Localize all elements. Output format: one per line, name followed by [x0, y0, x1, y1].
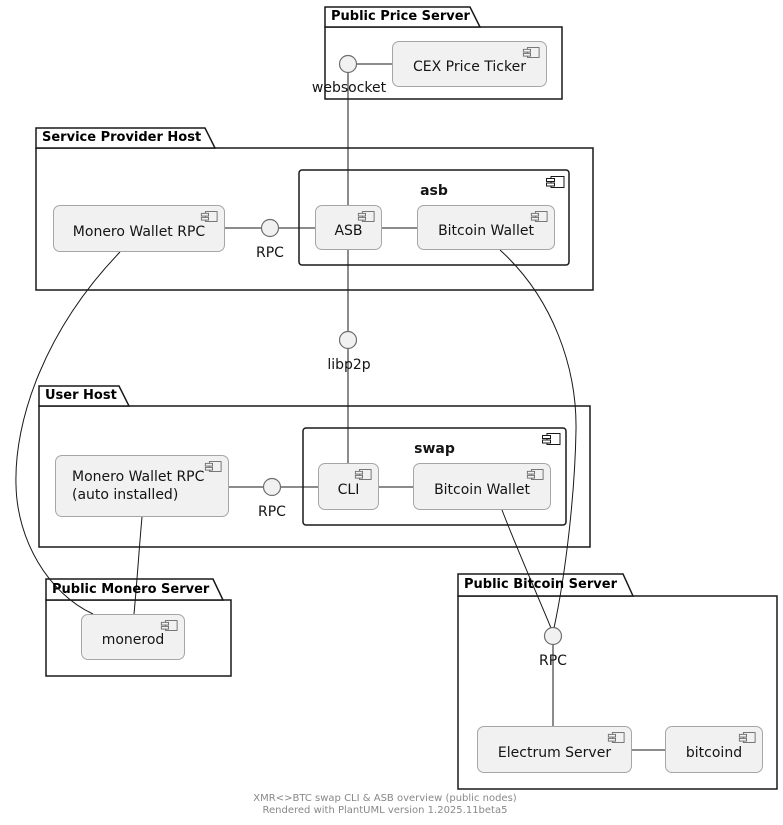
component-icon	[545, 175, 565, 189]
component-icon	[541, 432, 561, 446]
component-label: bitcoind	[685, 744, 743, 761]
component-monerod: monerod	[81, 614, 185, 660]
package-tab-user-host	[38, 385, 131, 407]
component-icon	[204, 460, 222, 473]
component-cli: CLI	[318, 463, 379, 510]
component-icon	[354, 468, 372, 481]
interface-label-websocket: websocket	[311, 80, 387, 96]
interface-circle-rpc-service	[260, 218, 280, 238]
component-icon	[607, 731, 625, 744]
interface-label-libp2p: libp2p	[327, 357, 371, 373]
package-tab-bitcoin-server	[457, 573, 635, 597]
package-tab-monero-server	[45, 578, 225, 601]
component-label: monerod	[101, 632, 165, 648]
component-label: CLI	[337, 481, 360, 498]
package-title-price-server: Public Price Server	[331, 9, 470, 24]
component-label: Bitcoin Wallet	[438, 222, 534, 239]
component-label: Electrum Server	[497, 744, 612, 761]
interface-circles	[260, 54, 563, 646]
component-label: Monero Wallet RPC	[72, 223, 206, 240]
edge-bitcoinwalletswap-rpc	[501, 509, 552, 629]
component-monero-wallet-rpc: Monero Wallet RPC	[53, 205, 225, 252]
interface-label-rpc-user: RPC	[258, 504, 286, 520]
interface-circle-rpc-bitcoin	[543, 626, 563, 646]
interface-circle-websocket	[338, 54, 358, 74]
container-label-asb: asb	[420, 183, 448, 199]
edge-monerowalletrpc-monerod	[15, 251, 121, 615]
package-tab-service-host	[35, 127, 217, 149]
component-icon	[357, 210, 375, 223]
package-tabs	[35, 6, 635, 601]
component-label-line2: (auto installed)	[72, 487, 179, 503]
footer-version: Rendered with PlantUML version 1.2025.11…	[262, 805, 508, 816]
component-icon	[738, 731, 756, 744]
component-monero-wallet-rpc-user: Monero Wallet RPC (auto installed)	[55, 455, 229, 517]
edge-monerowalletrpcuser-monerod	[133, 516, 143, 615]
component-icon	[200, 210, 218, 223]
package-tab-price-server	[324, 6, 482, 28]
package-title-monero-server: Public Monero Server	[52, 582, 210, 597]
component-label: CEX Price Ticker	[413, 59, 526, 75]
interface-circle-libp2p	[338, 330, 358, 350]
interface-label-rpc-service: RPC	[256, 245, 284, 261]
interface-label-rpc-bitcoin: RPC	[539, 653, 567, 669]
component-label: Bitcoin Wallet	[434, 481, 530, 498]
component-bitcoind: bitcoind	[665, 726, 763, 773]
package-title-service-host: Service Provider Host	[42, 130, 202, 145]
edge-bitcoinwalletasb-rpc	[499, 249, 577, 629]
component-asb: ASB	[315, 205, 382, 250]
component-cex-price-ticker: CEX Price Ticker	[392, 41, 547, 87]
component-electrum-server: Electrum Server	[477, 726, 632, 773]
component-icon	[522, 46, 540, 59]
footer-caption: XMR<>BTC swap CLI & ASB overview (public…	[253, 793, 517, 804]
interface-circle-rpc-user	[262, 477, 282, 497]
component-bitcoin-wallet-asb: Bitcoin Wallet	[417, 205, 555, 250]
container-label-swap: swap	[414, 441, 455, 457]
package-title-user-host: User Host	[45, 388, 117, 403]
diagram-footer: XMR<>BTC swap CLI & ASB overview (public…	[0, 793, 770, 817]
component-bitcoin-wallet-swap: Bitcoin Wallet	[413, 463, 551, 510]
component-icon	[160, 619, 178, 632]
component-icon	[526, 468, 544, 481]
package-title-bitcoin-server: Public Bitcoin Server	[464, 577, 617, 592]
component-label: ASB	[334, 222, 363, 239]
component-icon	[530, 210, 548, 223]
component-label-line1: Monero Wallet RPC	[72, 469, 205, 485]
connections	[15, 63, 665, 751]
